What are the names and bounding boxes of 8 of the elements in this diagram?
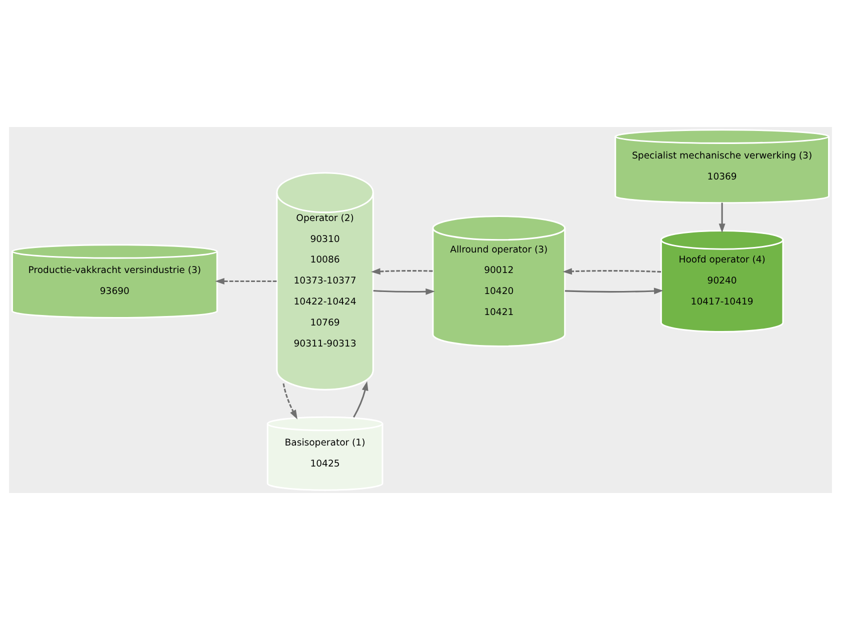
arrow <box>718 202 726 233</box>
arrow <box>282 383 298 420</box>
arrow <box>215 278 277 285</box>
arrow <box>371 268 433 275</box>
arrow <box>562 268 662 275</box>
arrow <box>564 288 664 294</box>
arrow <box>353 381 368 418</box>
arrow <box>373 288 436 295</box>
